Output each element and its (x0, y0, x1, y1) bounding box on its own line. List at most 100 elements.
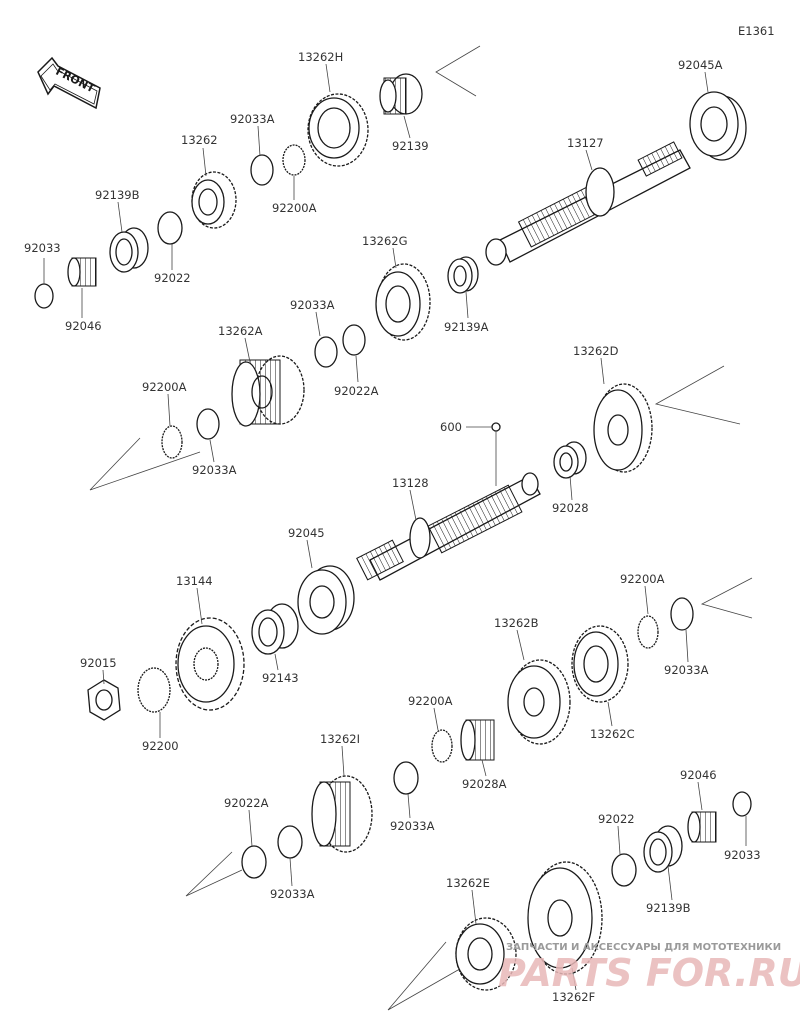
label-92045: 92045 (288, 526, 325, 540)
label-92200A-2: 92200A (142, 380, 187, 394)
shaft-13128[interactable] (356, 472, 541, 581)
washer-92200A-4[interactable] (431, 729, 453, 763)
ball-bearing-92045A[interactable] (689, 91, 747, 161)
label-92139: 92139 (392, 139, 429, 153)
label-92033A-4: 92033A (664, 663, 709, 677)
part-labels: 13262H 92139 92045A 92033A 13262 92200A … (24, 50, 761, 1004)
label-600: 600 (440, 420, 462, 434)
circlip-92033-2[interactable] (732, 791, 752, 817)
label-92139A: 92139A (444, 320, 489, 334)
assembly-pointer-lower-left (185, 851, 243, 897)
gear-13262E[interactable] (455, 917, 517, 991)
assembly-pointer-right (654, 365, 741, 425)
label-92033A-6: 92033A (270, 887, 315, 901)
label-92033A-1: 92033A (230, 112, 275, 126)
circlip-92033A-2[interactable] (314, 336, 338, 368)
label-13262D: 13262D (573, 344, 619, 358)
washer-92022-1[interactable] (157, 211, 183, 245)
label-92028: 92028 (552, 501, 589, 515)
gear-13262[interactable] (191, 171, 237, 229)
label-13127: 13127 (567, 136, 604, 150)
leader-lines (43, 63, 747, 991)
label-92046-2: 92046 (680, 768, 717, 782)
label-13262B: 13262B (494, 616, 539, 630)
label-92033-2: 92033 (724, 848, 761, 862)
sprocket-13144[interactable] (175, 617, 245, 711)
assembly-pointer-lower-right (700, 577, 753, 619)
label-13262H: 13262H (298, 50, 343, 64)
label-13262E: 13262E (446, 876, 490, 890)
front-arrow-icon: FRONT (37, 56, 101, 110)
gear-13262I[interactable] (311, 775, 373, 853)
gear-13262D[interactable] (593, 383, 653, 473)
washer-92022-2[interactable] (611, 853, 637, 887)
gear-13262H[interactable] (307, 93, 369, 167)
bearing-92139A[interactable] (447, 256, 479, 294)
needle-bearing-92046-1[interactable] (67, 257, 97, 287)
circlip-92033-1[interactable] (34, 283, 54, 309)
label-92139B-2: 92139B (646, 901, 691, 915)
gear-13262G[interactable] (375, 263, 431, 341)
watermark-brand: PARTS FOR.RU (498, 951, 800, 995)
washer-92200[interactable] (137, 667, 171, 713)
label-92200A-1: 92200A (272, 201, 317, 215)
circlip-92033A-3[interactable] (196, 408, 220, 440)
label-13144: 13144 (176, 574, 213, 588)
washer-92022A-2[interactable] (241, 845, 267, 879)
assembly-pointer-left (89, 437, 201, 491)
label-92046-1: 92046 (65, 319, 102, 333)
washer-92200A-2[interactable] (161, 425, 183, 459)
label-92015: 92015 (80, 656, 117, 670)
watermark-tagline: ЗАПЧАСТИ И АКСЕССУАРЫ ДЛЯ МОТОТЕХНИКИ (506, 942, 781, 953)
collar-92139B-2[interactable] (643, 825, 683, 873)
gear-13262A[interactable] (231, 355, 305, 427)
circlip-92033A-4[interactable] (670, 597, 694, 631)
circlip-92033A-6[interactable] (277, 825, 303, 859)
collar-92139B-1[interactable] (109, 227, 149, 273)
label-13262F: 13262F (552, 990, 595, 1004)
washer-92200A-3[interactable] (637, 615, 659, 649)
ball-600[interactable] (491, 422, 501, 432)
label-13262A: 13262A (218, 324, 263, 338)
label-13262G: 13262G (362, 234, 408, 248)
bearing-92139-top[interactable] (379, 73, 423, 115)
label-92022A-1: 92022A (334, 384, 379, 398)
label-92200A-4: 92200A (408, 694, 453, 708)
collar-92143[interactable] (251, 603, 299, 655)
label-92200A-3: 92200A (620, 572, 665, 586)
circlip-92033A-1[interactable] (250, 154, 274, 186)
label-92028A: 92028A (462, 777, 507, 791)
assembly-pointer-bottom (387, 941, 459, 1011)
gear-13262B[interactable] (507, 659, 571, 745)
label-92033A-3: 92033A (192, 463, 237, 477)
label-92033-1: 92033 (24, 241, 61, 255)
watermark: ЗАПЧАСТИ И АКСЕССУАРЫ ДЛЯ МОТОТЕХНИКИ PA… (498, 942, 800, 995)
label-13128: 13128 (392, 476, 429, 490)
needle-bearing-92028A[interactable] (460, 719, 495, 761)
washer-92200A-1[interactable] (282, 144, 306, 176)
circlip-92033A-5[interactable] (393, 761, 419, 795)
ball-bearing-92045[interactable] (297, 565, 355, 635)
diagram-code: E1361 (738, 24, 775, 38)
gear-13262F[interactable] (527, 861, 603, 975)
assembly-pointer (435, 45, 481, 97)
label-92033A-5: 92033A (390, 819, 435, 833)
label-92022-2: 92022 (598, 812, 635, 826)
label-13262C: 13262C (590, 727, 635, 741)
label-92033A-2: 92033A (290, 298, 335, 312)
washer-92022A-1[interactable] (342, 324, 366, 356)
shaft-13127[interactable] (485, 141, 691, 266)
label-92143: 92143 (262, 671, 299, 685)
gear-13262C[interactable] (571, 625, 629, 703)
needle-bearing-92046-2[interactable] (687, 811, 717, 843)
label-92022-1: 92022 (154, 271, 191, 285)
label-13262I: 13262I (320, 732, 360, 746)
bearing-92028[interactable] (553, 441, 587, 479)
label-92200: 92200 (142, 739, 179, 753)
label-13262: 13262 (181, 133, 218, 147)
label-92022A-2: 92022A (224, 796, 269, 810)
label-92045A: 92045A (678, 58, 723, 72)
label-92139B-1: 92139B (95, 188, 140, 202)
nut-92015[interactable] (87, 679, 121, 721)
